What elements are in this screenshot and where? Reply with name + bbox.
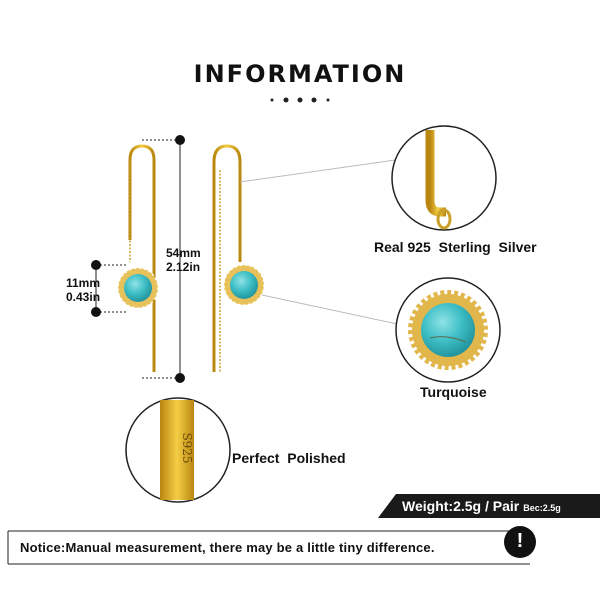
exclamation-icon-label: ! [516, 530, 524, 552]
polished-label: Perfect Polished [232, 450, 346, 466]
length-mm: 54mm [166, 246, 201, 260]
earring-left [117, 144, 159, 372]
weight-main: Weight:2.5g / Pair [402, 498, 520, 514]
width-measurement: 11mm 0.43in [66, 276, 100, 304]
engraving-text: S925 [180, 432, 194, 463]
silver-label: Real 925 Sterling Silver [374, 239, 537, 255]
turquoise-label: Turquoise [420, 384, 487, 400]
width-mm: 11mm [66, 276, 101, 290]
length-dimension [142, 135, 185, 383]
silver-detail-circle [391, 125, 497, 231]
turquoise-detail-circle [395, 277, 501, 383]
length-measurement: 54mm 2.12in [166, 246, 201, 274]
length-in: 2.12in [166, 260, 201, 274]
width-dimension [91, 260, 128, 317]
notice-frame [7, 530, 530, 565]
earring-right [212, 144, 265, 372]
notice-text: Notice:Manual measurement, there may be … [20, 540, 435, 555]
exclamation-icon [504, 526, 536, 558]
polished-detail-circle [125, 397, 231, 503]
weight-sub: Bec:2.5g [523, 503, 561, 513]
width-in: 0.43in [66, 290, 101, 304]
page-title: INFORMATION [193, 60, 407, 88]
title-dots [270, 97, 330, 103]
